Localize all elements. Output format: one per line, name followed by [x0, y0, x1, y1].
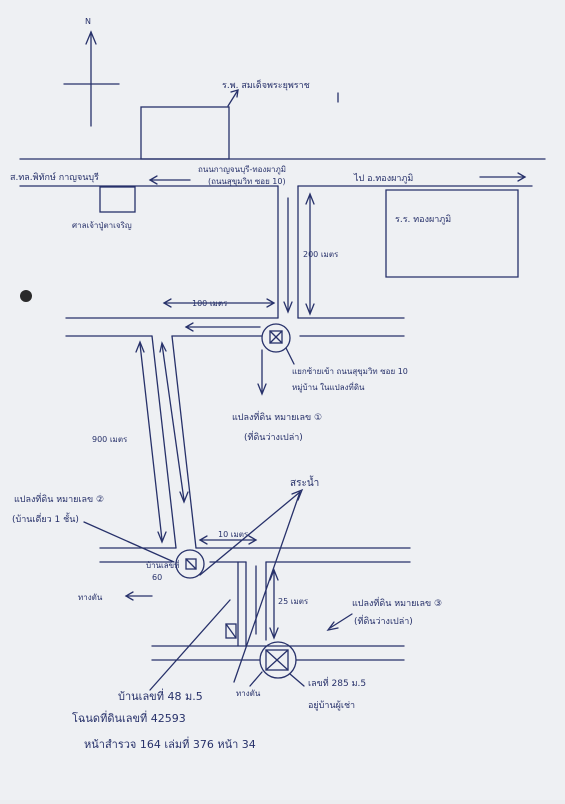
- road-name-mid-2: (ถนนสุขุมวิท ซอย 10): [208, 177, 286, 186]
- soi-road-upper: 200 เมตร: [277, 185, 339, 319]
- dist-200-label: 200 เมตร: [303, 250, 339, 259]
- cross-road: 100 เมตร: [65, 298, 405, 337]
- west-deadend: ทางตัน: [78, 591, 153, 602]
- lower-road: 10 เมตร: [99, 530, 411, 563]
- dist-900-label: 900 เมตร: [92, 435, 128, 444]
- marker-mid-line2: 60: [152, 573, 162, 582]
- bottom-right-line1: เลขที่ 285 ม.5: [308, 676, 366, 689]
- bottom-left-notes: บ้านเลขที่ 48 ม.5 โฉนดที่ดินเลขที่ 42593…: [72, 599, 256, 751]
- dist-10-label: 10 เมตร: [218, 530, 249, 539]
- soi-road-lower: 25 เมตร: [225, 561, 309, 647]
- road-name-mid-1: ถนนกาญจนบุรี-ทองผาภูมิ: [198, 165, 286, 175]
- dist-100-label: 100 เมตร: [192, 299, 228, 308]
- bottom-mid-label: ทางตัน: [236, 689, 261, 698]
- diagonal-road: 900 เมตร: [92, 335, 197, 549]
- left-building: ศาลเจ้าปู่ตาเจริญ: [72, 186, 136, 231]
- parcel-1-sub: (ที่ดินว่างเปล่า): [244, 430, 303, 443]
- north-arrow: N: [63, 17, 120, 127]
- bottom-left-line1: บ้านเลขที่ 48 ม.5: [118, 688, 203, 703]
- road-name-right: ไป อ.ทองผาภูมิ: [353, 173, 413, 184]
- bottom-right-line2: อยู่บ้านผู้เช่า: [308, 700, 355, 711]
- punch-hole: [20, 290, 32, 302]
- bottom-left-line2: โฉนดที่ดินเลขที่ 42593: [72, 710, 186, 725]
- hospital-landmark: ร.พ. สมเด็จพระยุพราช: [140, 78, 339, 160]
- parcel-2-sub: (บ้านเดี่ยว 1 ชั้น): [12, 512, 79, 525]
- marker-top-line2: หมู่บ้าน ในแปลงที่ดิน: [292, 381, 365, 393]
- main-road: ส.ทล.พิทักษ์ กาญจนบุรี ถนนกาญจนบุรี-ทองผ…: [10, 158, 546, 187]
- dist-25-label: 25 เมตร: [278, 597, 309, 606]
- right-building-label: ร.ร. ทองผาภูมิ: [395, 214, 451, 225]
- parcel-3-label: แปลงที่ดิน หมายเลข ③: [352, 596, 442, 609]
- parcel-2-label: แปลงที่ดิน หมายเลข ②: [14, 492, 104, 505]
- north-point-label: สระน้ำ: [290, 475, 319, 489]
- left-building-label: ศาลเจ้าปู่ตาเจริญ: [72, 221, 132, 231]
- top-landmark-label: ร.พ. สมเด็จพระยุพราช: [222, 78, 310, 91]
- parcel-1-label: แปลงที่ดิน หมายเลข ①: [232, 410, 322, 423]
- bottom-left-line3: หน้าสำรวจ 164 เล่มที่ 376 หน้า 34: [84, 736, 256, 751]
- parcel-2-left: แปลงที่ดิน หมายเลข ② (บ้านเดี่ยว 1 ชั้น): [12, 492, 175, 563]
- marker-bottom: [249, 641, 305, 687]
- school-building: ร.ร. ทองผาภูมิ: [385, 189, 519, 278]
- marker-top-line1: แยกซ้ายเข้า ถนนสุขุมวิท ซอย 10: [292, 367, 408, 376]
- parcel-3: แปลงที่ดิน หมายเลข ③ (ที่ดินว่างเปล่า): [326, 596, 442, 631]
- marker-top: แยกซ้ายเข้า ถนนสุขุมวิท ซอย 10 หมู่บ้าน …: [257, 323, 408, 396]
- parcel-1-top: แปลงที่ดิน หมายเลข ① (ที่ดินว่างเปล่า): [232, 410, 322, 443]
- pond-pointer: สระน้ำ: [199, 475, 319, 683]
- parcel-3-sub: (ที่ดินว่างเปล่า): [354, 614, 413, 627]
- road-name-left: ส.ทล.พิทักษ์ กาญจนบุรี: [10, 171, 99, 183]
- north-label: N: [85, 17, 91, 26]
- bottom-road: [151, 645, 405, 661]
- marker-mid: บ้านเลขที่ 60: [146, 549, 205, 582]
- marker-mid-line1: บ้านเลขที่: [146, 559, 179, 570]
- west-arrow-label: ทางตัน: [78, 593, 103, 602]
